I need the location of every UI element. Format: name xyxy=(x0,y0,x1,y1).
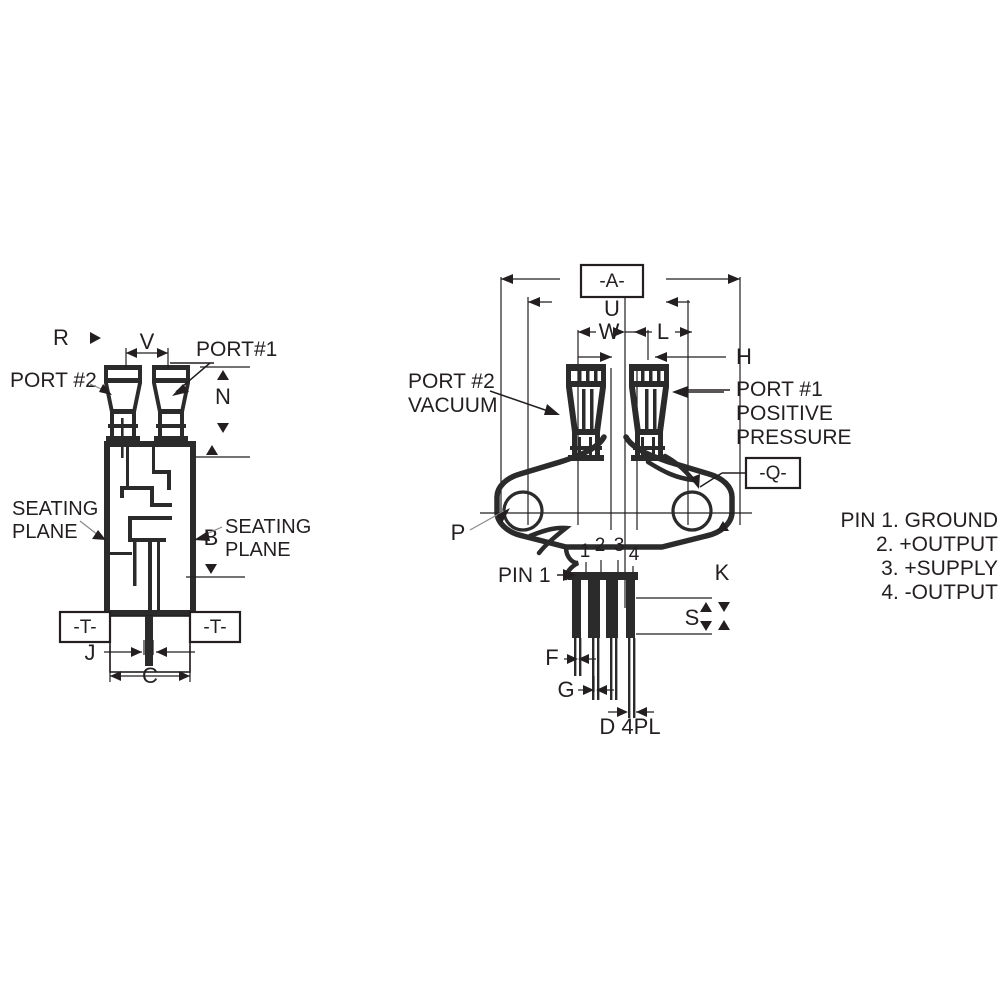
left-view-lower-stem xyxy=(109,615,191,673)
dimension-g-label: G xyxy=(557,677,574,702)
datum-a-label: -A- xyxy=(599,271,624,292)
datum-t-left: -T- xyxy=(58,610,112,644)
dimension-r-label: R xyxy=(53,325,69,350)
seating-plane-left-line1: SEATING xyxy=(12,498,98,520)
lead-pins-group xyxy=(568,572,638,718)
left-view-port2-label: PORT #2 xyxy=(10,369,97,392)
dimension-f: F xyxy=(545,645,596,670)
dimension-n-label: N xyxy=(215,384,231,409)
dimension-r: R xyxy=(53,325,101,350)
dimension-b-label: B xyxy=(204,525,219,550)
pin-number-2: 2 xyxy=(595,535,606,556)
right-view-extension-lines xyxy=(500,277,741,608)
dimension-d-4pl-label: D 4PL xyxy=(599,714,660,739)
top-view-port1-callout: PORT #1 POSITIVE PRESSURE xyxy=(672,378,852,449)
dimension-l-label: L xyxy=(657,319,669,344)
dimension-h: H xyxy=(578,344,752,369)
pin-number-3: 3 xyxy=(614,535,625,556)
dimension-f-label: F xyxy=(545,645,558,670)
dimension-r-arrow xyxy=(90,332,101,344)
dimension-c: C xyxy=(109,646,191,688)
dimension-h-label: H xyxy=(736,344,752,369)
dimension-k-label: K xyxy=(715,560,730,585)
top-view-port2-nozzle xyxy=(566,364,606,461)
dimension-j-label: J xyxy=(85,640,96,665)
dimension-u-label: U xyxy=(604,296,620,321)
body-perimeter xyxy=(494,434,735,550)
pin-legend-line-2: 2. +OUTPUT xyxy=(876,533,998,556)
callout-p-label: P xyxy=(451,520,466,545)
left-view-port2-callout: PORT #2 xyxy=(10,369,112,395)
pin-legend-line-1: PIN 1. GROUND xyxy=(840,509,998,532)
dimension-l: L xyxy=(528,297,692,344)
seating-plane-right-line2: PLANE xyxy=(225,539,291,561)
pin-legend-line-3: 3. +SUPPLY xyxy=(881,557,998,580)
dimension-k: K xyxy=(715,560,730,585)
top-view-port2-line2: VACUUM xyxy=(408,394,497,417)
right-top-plan-group: -A- U W L xyxy=(408,263,852,739)
seating-plane-callout-left: SEATING PLANE xyxy=(12,498,106,543)
top-view-port2-callout: PORT #2 VACUUM xyxy=(408,370,560,417)
dimension-s-label: S xyxy=(685,605,700,630)
datum-q-label: -Q- xyxy=(759,463,786,484)
dimension-c-label: C xyxy=(142,663,158,688)
dimension-v: V xyxy=(125,329,169,368)
dimension-u: U xyxy=(501,274,740,321)
top-view-port1-line2: POSITIVE xyxy=(736,402,833,425)
pin1-callout-label: PIN 1 xyxy=(498,564,551,587)
left-view-port1-callout: PORT#1 xyxy=(170,338,277,396)
left-view-port2-nozzle xyxy=(104,365,142,458)
pin-number-4: 4 xyxy=(629,544,640,565)
body-relief-notch-left xyxy=(527,525,572,556)
datum-t-right: -T- xyxy=(188,610,242,644)
pin-number-1: 1 xyxy=(580,541,591,562)
dimension-v-label: V xyxy=(140,329,155,354)
datum-q-target-arrow xyxy=(717,521,729,531)
mounting-hole-right xyxy=(671,490,713,532)
pin-legend-line-4: 4. -OUTPUT xyxy=(881,581,998,604)
datum-t-right-label: -T- xyxy=(203,617,226,638)
seating-plane-left-line2: PLANE xyxy=(12,521,78,543)
datum-a: -A- xyxy=(579,263,645,299)
dimension-n: N xyxy=(196,366,250,458)
left-view-internal-cavity-detail xyxy=(110,447,172,612)
seating-plane-right-line1: SEATING xyxy=(225,516,311,538)
top-view-port2-line1: PORT #2 xyxy=(408,370,495,393)
left-side-elevation-group: -T- -T- R V N xyxy=(10,325,311,688)
left-view-port1-label: PORT#1 xyxy=(196,338,277,361)
top-view-port1-line3: PRESSURE xyxy=(736,426,852,449)
callout-p: P xyxy=(451,508,510,545)
top-view-port1-line1: PORT #1 xyxy=(736,378,823,401)
dimension-b: B xyxy=(186,525,245,578)
left-view-body-block xyxy=(104,441,196,616)
dimension-g: G xyxy=(557,676,614,702)
dimension-s: S xyxy=(636,597,730,635)
package-body-outline xyxy=(480,434,752,581)
datum-t-left-label: -T- xyxy=(73,617,96,638)
dimension-w-label: W xyxy=(599,319,620,344)
seating-plane-callout-right: SEATING PLANE xyxy=(194,516,311,561)
pin1-callout: PIN 1 xyxy=(498,564,576,587)
datum-q: -Q- xyxy=(690,456,802,531)
pin-assignment-legend: PIN 1. GROUND 2. +OUTPUT 3. +SUPPLY 4. -… xyxy=(840,509,998,604)
dimension-d-4pl: D 4PL xyxy=(599,707,661,739)
